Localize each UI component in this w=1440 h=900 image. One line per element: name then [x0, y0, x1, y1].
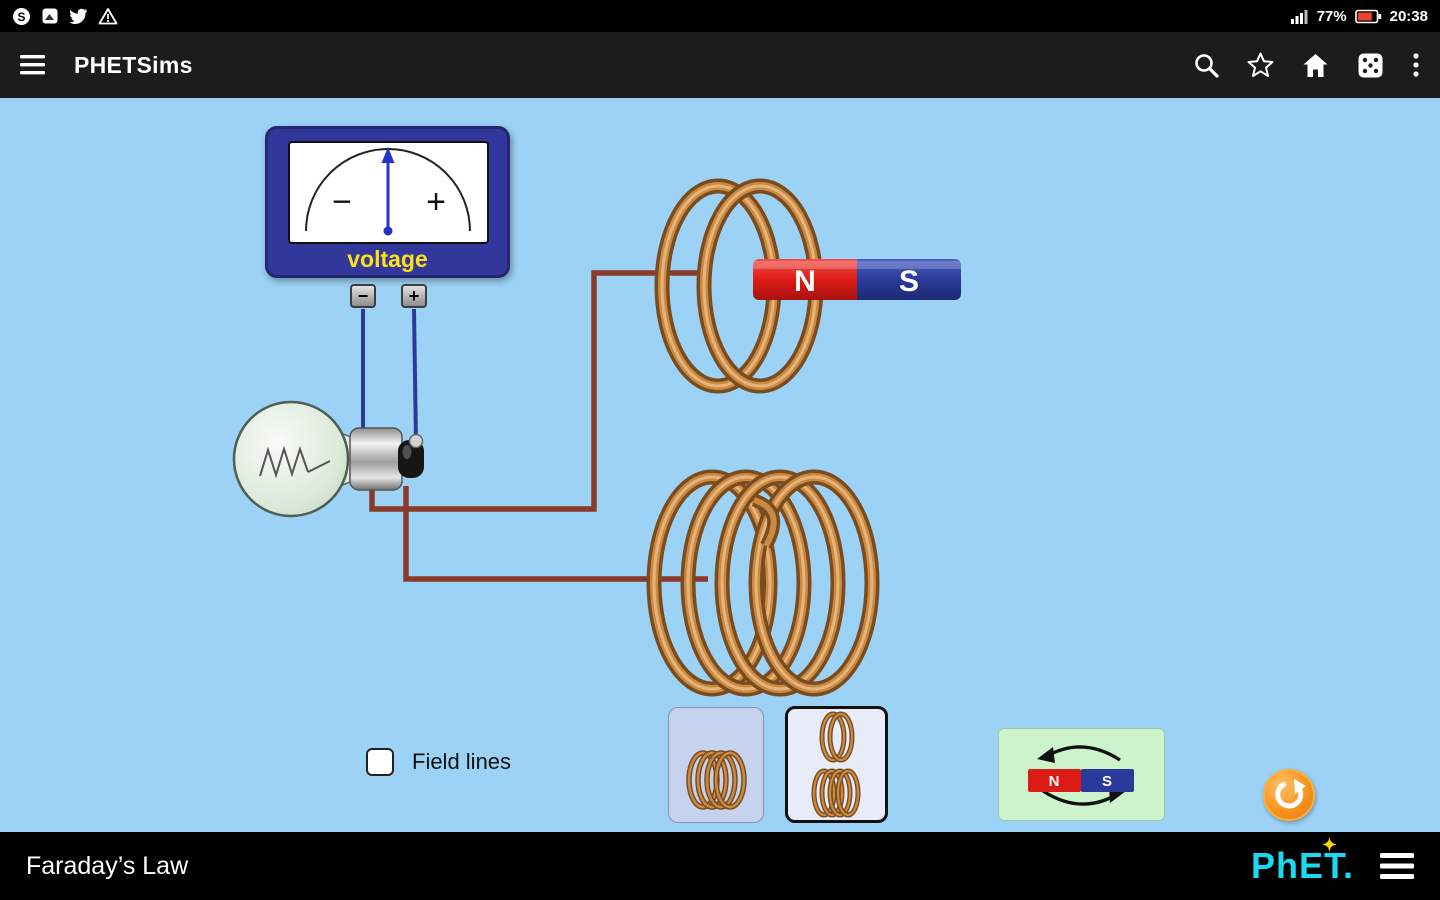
voltmeter-face: − +: [288, 141, 489, 244]
voltmeter-label: voltage: [347, 246, 428, 272]
circuit-drawing: N S: [232, 98, 961, 832]
field-lines-control: Field lines: [366, 748, 511, 776]
gauge-minus: −: [332, 183, 352, 221]
field-lines-checkbox[interactable]: [366, 748, 394, 776]
bulb-base: [349, 427, 403, 491]
bar-magnet[interactable]: N S: [753, 259, 961, 300]
gallery-icon: [42, 8, 58, 24]
simulation-area: N S −: [0, 98, 1440, 832]
search-icon[interactable]: [1193, 52, 1219, 78]
svg-text:S: S: [17, 10, 25, 24]
wire-to-lower-coil: [403, 486, 708, 582]
flip-south-label: S: [1102, 773, 1112, 790]
wire-to-upper-coil: [369, 270, 708, 512]
phet-logo[interactable]: PhET. ✦: [1250, 835, 1354, 887]
star-icon[interactable]: [1247, 52, 1274, 78]
flip-magnet-icon: N S: [1028, 745, 1134, 806]
home-icon[interactable]: [1302, 53, 1329, 78]
lower-coil: [654, 477, 872, 689]
light-bulb: [232, 400, 424, 518]
signal-icon: [1290, 9, 1308, 24]
voltmeter-lead-plus: [412, 308, 418, 444]
dice-icon[interactable]: [1357, 52, 1384, 79]
notification-icons: S: [12, 7, 118, 26]
sim-title: Faraday’s Law: [26, 851, 189, 880]
skype-icon: S: [13, 7, 30, 25]
one-coil-icon: [686, 750, 747, 810]
two-coils-button[interactable]: [785, 706, 888, 823]
battery-icon: [1354, 9, 1381, 23]
phet-star-icon: ✦: [1321, 835, 1338, 855]
reset-icon: [1275, 779, 1306, 809]
bottom-bar: Faraday’s Law PhET. ✦: [0, 832, 1440, 900]
clock: 20:38: [1389, 7, 1428, 25]
reset-button[interactable]: [1263, 769, 1315, 821]
magnet-north-label: N: [794, 265, 816, 298]
phet-logo-text: PhET.: [1250, 845, 1354, 886]
status-bar: S 77%: [0, 0, 1440, 32]
two-coils-icon: [811, 711, 861, 818]
menu-icon[interactable]: [20, 55, 46, 75]
voltmeter-terminal-minus: −: [350, 284, 376, 308]
voltmeter: − + voltage: [265, 126, 510, 278]
status-indicators: 77% 20:38: [1290, 7, 1428, 25]
flip-north-label: N: [1049, 773, 1060, 790]
overflow-icon[interactable]: [1412, 52, 1420, 78]
app-bar: PHETSims: [0, 32, 1440, 98]
battery-percent: 77%: [1316, 7, 1347, 25]
app-title: PHETSims: [74, 51, 193, 78]
twitter-icon: [69, 8, 87, 24]
bulb-filament: [259, 445, 309, 479]
magnet-south-label: S: [899, 265, 919, 298]
voltmeter-terminal-plus: +: [401, 284, 427, 308]
bottom-menu-icon[interactable]: [1380, 853, 1414, 879]
flip-magnet-button[interactable]: N S: [998, 728, 1165, 821]
field-lines-label: Field lines: [412, 749, 512, 774]
warning-icon: [98, 8, 118, 25]
gauge-plus: +: [426, 183, 446, 221]
one-coil-button[interactable]: [668, 707, 764, 823]
